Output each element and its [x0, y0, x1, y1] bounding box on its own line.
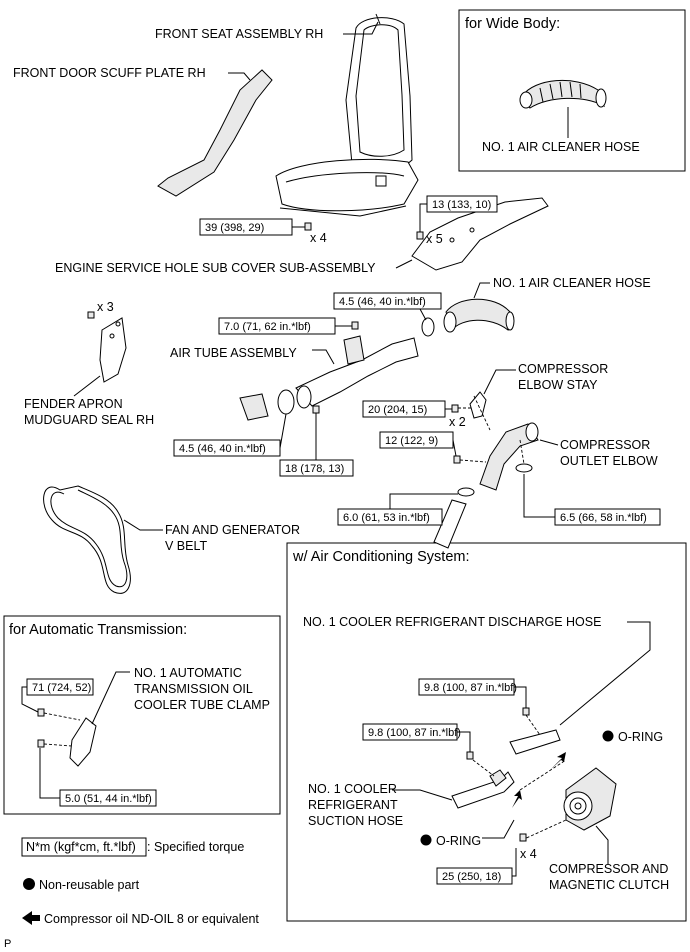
scuff-plate-drawing — [157, 69, 273, 197]
stay-bolt-torque: 20 (204, 15) — [368, 404, 427, 416]
atm-clamp-label-3: COOLER TUBE CLAMP — [134, 698, 270, 712]
suction-hose-label-2: REFRIGERANT — [308, 798, 398, 812]
legend-torque-desc: : Specified torque — [147, 840, 244, 854]
air-tube-bolt-icon — [351, 321, 359, 330]
air-tube-drawing — [295, 335, 419, 409]
outlet-elbow-label-1: COMPRESSOR — [560, 438, 650, 452]
wide-body-air-cleaner-hose-drawing — [519, 79, 607, 109]
oring-top-label: O-RING — [618, 730, 663, 744]
oil-arrow-bottom-icon — [512, 790, 522, 808]
automatic-transmission-panel — [3, 615, 281, 815]
compressor-bolt-qty: x 4 — [520, 847, 537, 861]
seat-bolt-icon — [304, 222, 312, 231]
outlet-clamp-left-torque: 6.0 (61, 53 in.*lbf) — [343, 512, 430, 524]
fender-apron-drawing — [99, 317, 127, 383]
fan-belt-drawing — [43, 485, 131, 594]
suction-hose-label-1: NO. 1 COOLER — [308, 782, 397, 796]
legend-torque-box — [21, 837, 147, 857]
oring-bottom-non-reusable-icon — [420, 834, 432, 846]
air-tube-label: AIR TUBE ASSEMBLY — [170, 346, 297, 360]
legend-compressor-oil: Compressor oil ND-OIL 8 or equivalent — [44, 912, 259, 926]
suction-bolt-icon — [466, 751, 474, 760]
outlet-elbow-drawing — [433, 422, 539, 549]
hose-clamp-top-torque: 4.5 (46, 40 in.*lbf) — [339, 296, 426, 308]
stay-bolt-icon — [451, 404, 459, 413]
legend-oil-arrow-icon — [22, 911, 40, 925]
discharge-bolt-torque: 9.8 (100, 87 in.*lbf) — [424, 682, 517, 694]
legend-non-reusable: Non-reusable part — [39, 878, 140, 892]
air-conditioning-panel — [286, 542, 687, 922]
hose-clamp-top-icon — [421, 317, 435, 337]
stay-bolt-qty: x 2 — [449, 415, 466, 429]
compressor-label-1: COMPRESSOR AND — [549, 862, 668, 876]
air-cleaner-hose-drawing — [421, 298, 515, 337]
fan-belt-label-2: V BELT — [165, 539, 208, 553]
legend-non-reusable-icon — [23, 878, 35, 890]
cover-bolt-torque: 13 (133, 10) — [432, 199, 491, 211]
front-seat-leader-line — [343, 21, 379, 35]
compressor-bolt-icon — [519, 833, 527, 842]
compressor-stay-label-1: COMPRESSOR — [518, 362, 608, 376]
fan-belt-label-1: FAN AND GENERATOR — [165, 523, 300, 537]
fender-clip-icon — [87, 311, 95, 319]
front-seat-drawing — [275, 17, 419, 217]
compressor-drawing — [563, 767, 617, 831]
elbow-bolt-icon — [453, 455, 461, 464]
scuff-plate-label: FRONT DOOR SCUFF PLATE RH — [13, 66, 206, 80]
compressor-label-2: MAGNETIC CLUTCH — [549, 878, 669, 892]
suction-bolt-torque: 9.8 (100, 87 in.*lbf) — [368, 727, 461, 739]
front-seat-label: FRONT SEAT ASSEMBLY RH — [155, 27, 323, 41]
air-tube-lower-bolt-icon — [312, 405, 320, 414]
air-tube-lower-torque: 18 (178, 13) — [285, 463, 344, 475]
cover-bolt-qty: x 5 — [426, 232, 443, 246]
compressor-stay-drawing — [469, 391, 487, 419]
oring-top-non-reusable-icon — [602, 730, 614, 742]
oil-arrow-top-icon — [550, 752, 566, 770]
atm-clamp-drawing — [69, 717, 97, 767]
wide-body-panel-title: for Wide Body: — [465, 16, 560, 32]
front-seat-leader — [375, 13, 381, 25]
wide-body-hose-label: NO. 1 AIR CLEANER HOSE — [482, 140, 640, 154]
hole-cover-leader — [395, 259, 413, 269]
cover-bolt-icon — [416, 231, 424, 240]
atm-bolt-bottom-icon — [37, 739, 45, 748]
compressor-bolt-torque: 25 (250, 18) — [442, 871, 501, 883]
atm-clamp-label-1: NO. 1 AUTOMATIC — [134, 666, 242, 680]
discharge-hose-label: NO. 1 COOLER REFRIGERANT DISCHARGE HOSE — [303, 615, 601, 629]
lower-clamp-drawing — [239, 389, 295, 421]
atm-clamp-label-2: TRANSMISSION OIL — [134, 682, 253, 696]
atm-bolt-top-torque: 71 (724, 52) — [32, 682, 91, 694]
air-cleaner-hose-label: NO. 1 AIR CLEANER HOSE — [493, 276, 651, 290]
discharge-hose-drawing — [509, 729, 561, 755]
oring-bottom-label: O-RING — [436, 834, 481, 848]
outlet-clamp-right-torque: 6.5 (66, 58 in.*lbf) — [560, 512, 647, 524]
atm-bolt-bottom-torque: 5.0 (51, 44 in.*lbf) — [65, 793, 152, 805]
legend-torque-unit: N*m (kgf*cm, ft.*lbf) — [26, 840, 136, 854]
suction-hose-label-3: SUCTION HOSE — [308, 814, 403, 828]
atm-bolt-top-icon — [37, 708, 45, 717]
hose-clamp-bottom-torque: 4.5 (46, 40 in.*lbf) — [179, 443, 266, 455]
elbow-bolt-torque: 12 (122, 9) — [385, 435, 438, 447]
hole-cover-label: ENGINE SERVICE HOLE SUB COVER SUB-ASSEMB… — [55, 261, 376, 275]
seat-bolt-torque: 39 (398, 29) — [205, 222, 264, 234]
hose-clamp-top-torque-box — [333, 292, 442, 310]
corner-mark: P — [4, 938, 11, 950]
outlet-elbow-label-2: OUTLET ELBOW — [560, 454, 658, 468]
seat-bolt-qty: x 4 — [310, 231, 327, 245]
scuff-plate-leader — [228, 72, 251, 81]
automatic-transmission-panel-title: for Automatic Transmission: — [9, 622, 187, 638]
discharge-bolt-icon — [522, 707, 530, 716]
compressor-stay-label-2: ELBOW STAY — [518, 378, 598, 392]
fender-apron-label-2: MUDGUARD SEAL RH — [24, 413, 154, 427]
fender-clip-qty: x 3 — [97, 300, 114, 314]
air-conditioning-panel-title: w/ Air Conditioning System: — [292, 549, 470, 565]
air-tube-bolt-torque: 7.0 (71, 62 in.*lbf) — [224, 321, 311, 333]
hole-cover-drawing — [411, 197, 549, 271]
fender-apron-label-1: FENDER APRON — [24, 397, 123, 411]
